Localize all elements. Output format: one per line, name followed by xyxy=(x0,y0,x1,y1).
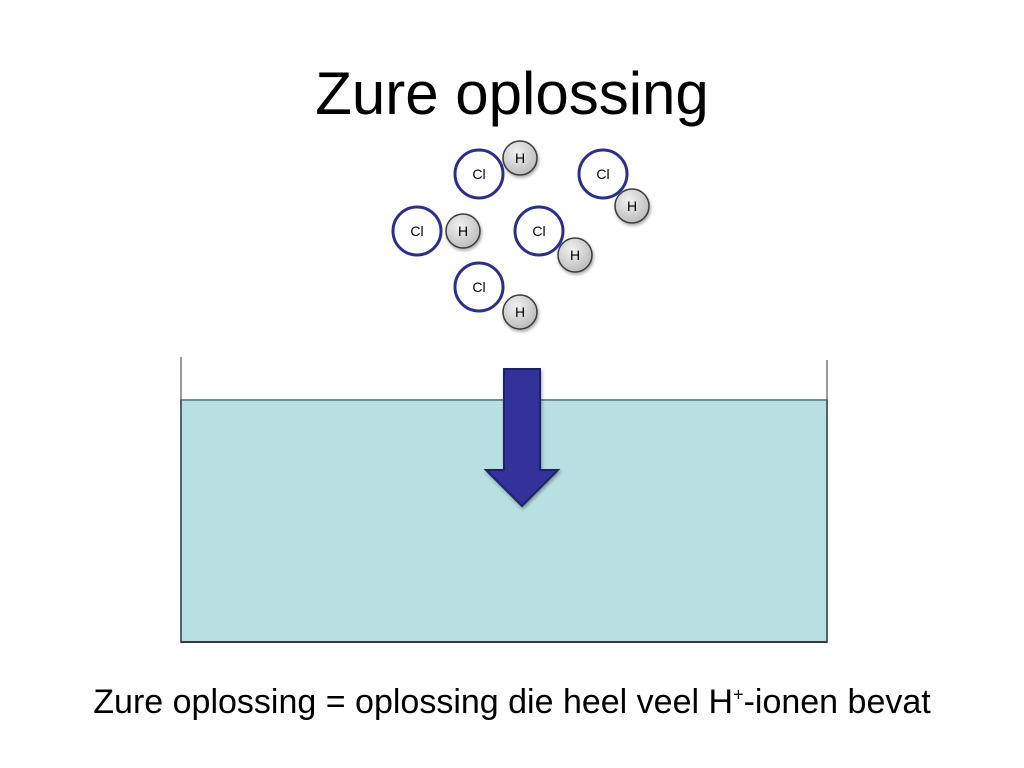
chlorine-atom xyxy=(453,261,505,313)
hydrogen-label: H xyxy=(515,150,525,166)
chlorine-atom xyxy=(513,205,565,257)
hcl-molecule: Cl H xyxy=(391,205,481,257)
hcl-molecule: Cl H xyxy=(577,148,650,224)
hydrogen-label: H xyxy=(570,247,580,263)
hcl-molecule: Cl H xyxy=(453,140,538,200)
chlorine-label: Cl xyxy=(410,223,423,239)
hydrogen-label: H xyxy=(458,223,468,239)
down-arrow-icon xyxy=(483,368,561,508)
caption-superscript: + xyxy=(733,684,744,705)
definition-caption: Zure oplossing = oplossing die heel veel… xyxy=(0,680,1024,724)
chlorine-atom xyxy=(577,148,629,200)
chlorine-atom xyxy=(391,205,443,257)
hydrogen-label: H xyxy=(515,304,525,320)
chlorine-label: Cl xyxy=(532,223,545,239)
chlorine-label: Cl xyxy=(472,166,485,182)
hydrogen-atom xyxy=(502,294,538,330)
hcl-molecule: Cl H xyxy=(453,261,538,330)
chlorine-atom xyxy=(453,148,505,200)
slide-title: Zure oplossing xyxy=(315,60,709,127)
hydrogen-atom xyxy=(502,140,538,176)
hydrogen-atom xyxy=(445,213,481,249)
caption-text: Zure oplossing = oplossing die heel veel… xyxy=(93,683,734,721)
chlorine-label: Cl xyxy=(596,166,609,182)
hydrogen-atom xyxy=(557,237,593,273)
hcl-molecule: Cl H xyxy=(513,205,593,273)
hydrogen-atom xyxy=(614,188,650,224)
caption-suffix: -ionen bevat xyxy=(743,683,931,721)
hydrogen-label: H xyxy=(627,198,637,214)
chlorine-label: Cl xyxy=(472,279,485,295)
